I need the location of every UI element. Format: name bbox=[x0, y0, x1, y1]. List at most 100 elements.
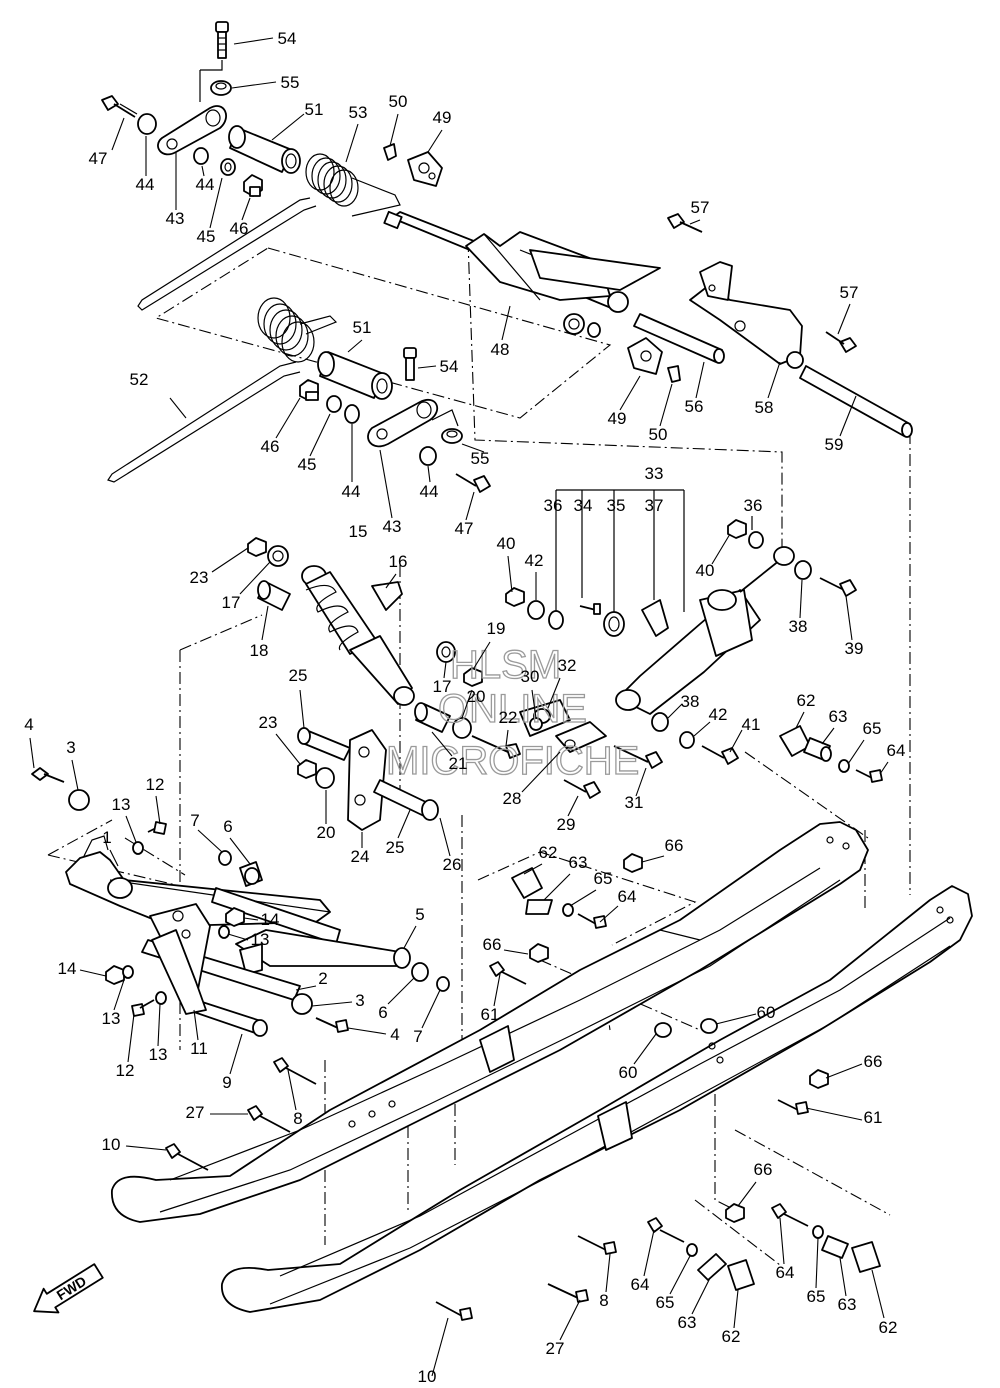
shaft-25b-icon bbox=[373, 779, 439, 821]
leader-line-c10b bbox=[431, 1317, 449, 1377]
leader-line-c25b bbox=[397, 809, 411, 839]
callout-label-c49b: 49 bbox=[608, 409, 627, 428]
callout-label-c7b: 7 bbox=[413, 1027, 422, 1046]
leader-line-c10a bbox=[125, 1145, 167, 1151]
leader-line-c57b bbox=[837, 303, 851, 335]
clip-50-icon bbox=[383, 143, 397, 161]
leader-line-c63b bbox=[543, 873, 571, 901]
bolt-64d-icon bbox=[771, 1203, 809, 1227]
screw-34-icon bbox=[579, 603, 601, 615]
leader-line-c63a bbox=[821, 727, 835, 745]
callout-label-c12a: 12 bbox=[146, 775, 165, 794]
callout-label-c44c: 44 bbox=[342, 482, 361, 501]
leader-line-c55a bbox=[231, 81, 277, 89]
bolt-29-icon bbox=[563, 779, 601, 799]
callout-label-c66b: 66 bbox=[483, 935, 502, 954]
collar-3b-icon bbox=[291, 993, 313, 1015]
washer-7a-icon bbox=[218, 850, 232, 866]
leader-line-c13a bbox=[125, 815, 137, 843]
leader-line-c39 bbox=[845, 595, 853, 641]
leader-line-c6a bbox=[229, 837, 251, 865]
leader-line-c8b bbox=[605, 1253, 611, 1293]
leader-lines bbox=[29, 37, 889, 1377]
callout-label-c37: 37 bbox=[645, 496, 664, 515]
leader-line-c7b bbox=[421, 989, 441, 1029]
nut-14a-icon bbox=[225, 907, 245, 927]
leader-line-c66a bbox=[641, 855, 665, 863]
bushing-18-icon bbox=[257, 580, 291, 611]
callout-label-c8b: 8 bbox=[599, 1291, 608, 1310]
leader-line-c42b bbox=[693, 721, 711, 737]
leader-line-c26 bbox=[439, 817, 451, 857]
callout-label-c27b: 27 bbox=[546, 1339, 565, 1358]
callout-label-c1: 1 bbox=[102, 828, 111, 847]
leader-line-c31 bbox=[635, 767, 647, 797]
bolt-64a-icon bbox=[855, 769, 883, 783]
bushing-6b-icon bbox=[411, 962, 429, 982]
callout-label-c62c: 62 bbox=[722, 1327, 741, 1346]
leader-line-c9 bbox=[229, 1033, 243, 1075]
bracket-28-icon bbox=[555, 721, 607, 753]
callout-label-c38b: 38 bbox=[681, 692, 700, 711]
bolt-57b-icon bbox=[825, 331, 857, 353]
leader-line-c51a bbox=[271, 113, 305, 141]
washer-13c-icon bbox=[122, 965, 134, 979]
callout-label-c13c: 13 bbox=[102, 1009, 121, 1028]
callout-label-c20a: 20 bbox=[467, 687, 486, 706]
callout-label-c36a: 36 bbox=[544, 496, 563, 515]
callout-label-c44b: 44 bbox=[196, 175, 215, 194]
callout-label-c15: 15 bbox=[349, 522, 368, 541]
nut-55-icon bbox=[210, 80, 232, 96]
leader-line-c13d bbox=[157, 1003, 161, 1047]
leader-line-c57a bbox=[689, 219, 701, 225]
callout-label-c22: 22 bbox=[499, 708, 518, 727]
collar-36a-icon bbox=[548, 610, 564, 630]
nut-14b-icon bbox=[105, 965, 125, 985]
collar-42b-icon bbox=[679, 731, 695, 749]
callout-label-c62a: 62 bbox=[797, 691, 816, 710]
slide-rail-right bbox=[111, 821, 869, 1223]
callout-label-c45a: 45 bbox=[197, 227, 216, 246]
callout-label-c6a: 6 bbox=[223, 817, 232, 836]
callout-label-c57b: 57 bbox=[840, 283, 859, 302]
callout-label-c43b: 43 bbox=[383, 517, 402, 536]
leader-line-c62a bbox=[795, 711, 805, 729]
callout-label-c61b: 61 bbox=[864, 1108, 883, 1127]
nut-66b-icon bbox=[529, 943, 549, 963]
spacer-63d-icon bbox=[821, 1235, 849, 1259]
callout-label-c7a: 7 bbox=[190, 811, 199, 830]
leader-line-c53 bbox=[345, 123, 359, 163]
bushing-21-icon bbox=[414, 702, 451, 733]
callout-label-c17a: 17 bbox=[222, 593, 241, 612]
collar-17a-icon bbox=[267, 545, 289, 567]
slider-block-62d-icon bbox=[851, 1241, 881, 1273]
leader-line-c65c bbox=[669, 1255, 691, 1295]
callout-label-c52: 52 bbox=[130, 370, 149, 389]
bolt-39-icon bbox=[819, 577, 857, 597]
washer-45-icon bbox=[220, 158, 236, 176]
leader-line-c54b bbox=[417, 365, 437, 369]
bolt-31-icon bbox=[613, 745, 663, 769]
callout-label-c42b: 42 bbox=[709, 705, 728, 724]
callout-label-c3b: 3 bbox=[355, 991, 364, 1010]
leader-line-c25a bbox=[299, 689, 305, 729]
washer-13d-icon bbox=[155, 991, 167, 1005]
collar-44b-icon bbox=[193, 147, 209, 165]
bolt-54-icon bbox=[215, 21, 229, 59]
collar-38a-icon bbox=[794, 560, 812, 580]
adjuster-35-icon bbox=[603, 611, 625, 637]
leader-line-c65b bbox=[569, 889, 597, 907]
washer-60b-icon bbox=[700, 1018, 718, 1034]
callout-label-c62d: 62 bbox=[879, 1318, 898, 1337]
callout-label-c18: 18 bbox=[250, 641, 269, 660]
leader-line-c51b bbox=[347, 339, 363, 353]
bolt-46-icon bbox=[243, 174, 263, 197]
callout-label-c38a: 38 bbox=[789, 617, 808, 636]
rod-59-icon bbox=[799, 365, 911, 437]
callout-label-c63d: 63 bbox=[838, 1295, 857, 1314]
nut-66d-icon bbox=[725, 1203, 745, 1223]
callout-label-c11: 11 bbox=[190, 1039, 208, 1058]
shock-absorber-33-icon bbox=[615, 546, 795, 715]
